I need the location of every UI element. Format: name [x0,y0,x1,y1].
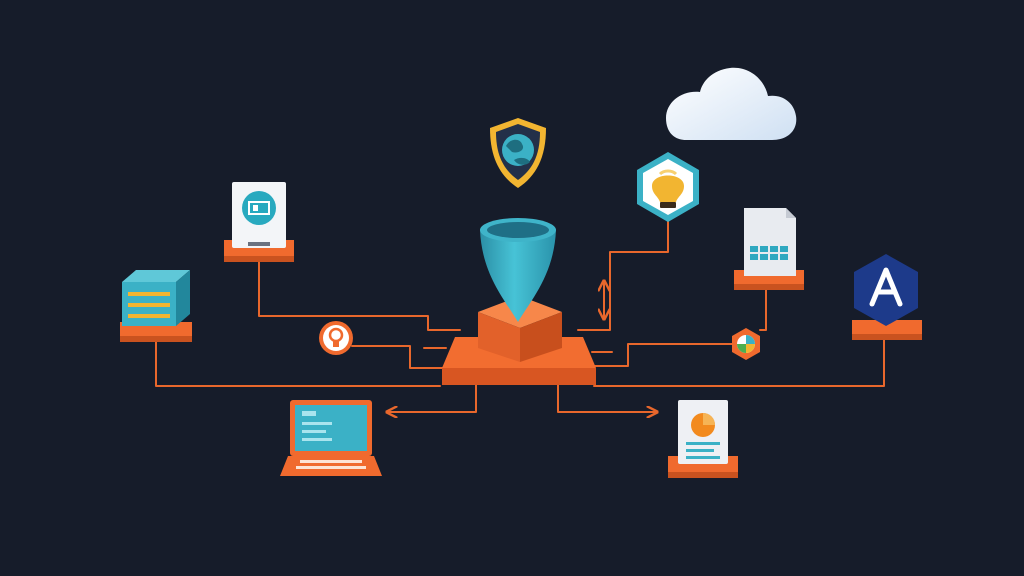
globe-shield-icon[interactable] [490,118,546,188]
server-stack-top [122,270,190,282]
lightbulb-hexagon-icon[interactable] [637,152,699,222]
server-stack-icon [128,292,170,296]
sim-document-paper [744,208,796,276]
central-hub[interactable] [442,218,596,385]
report-document[interactable] [668,400,738,478]
monitor-card-base-shadow [224,256,294,262]
connector-idea-to-hub [577,215,669,331]
connector-monitor-to-hub [258,261,461,331]
connector-hub-to-report [557,383,656,412]
connector-lines [155,215,885,412]
connector-sim-to-hub [759,289,767,331]
server-stack[interactable] [120,270,192,342]
funnel-icon [480,218,556,322]
connector-hub-to-laptop [388,383,477,412]
connector-chart-to-hub [591,343,733,367]
display-card[interactable] [224,182,294,262]
laptop-icon[interactable] [280,400,382,476]
connector-database-to-hub [155,341,441,387]
pie-chart-hexagon-icon[interactable] [732,328,760,360]
display-card-icon [242,191,276,225]
hub-platform-front [442,368,596,385]
server-stack-side [176,270,190,326]
spreadsheet-document[interactable] [734,208,804,290]
cloud-icon[interactable] [666,67,797,140]
spreadsheet-document-icon [750,246,788,260]
app-store-hexagon[interactable] [852,254,922,340]
connector-bulb-to-hub [351,345,447,369]
connector-app-to-hub [593,339,885,387]
lightbulb-circle-icon[interactable] [319,321,353,355]
